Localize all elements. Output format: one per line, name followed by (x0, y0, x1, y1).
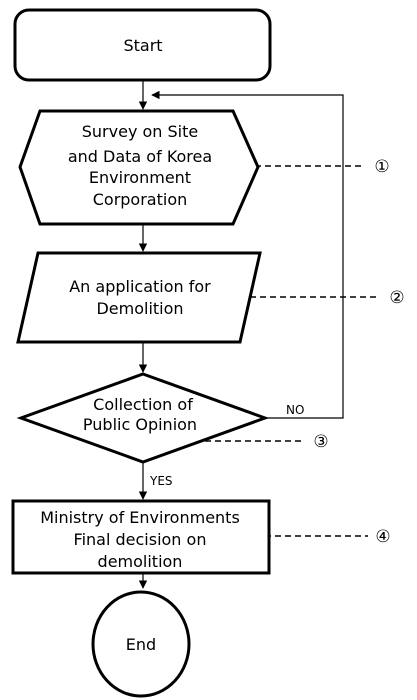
collection-line-1: Collection of (93, 395, 193, 414)
ministry-line-1: Ministry of Environments (40, 508, 240, 527)
yes-label: YES (149, 474, 173, 488)
marker-1: ① (374, 157, 389, 177)
marker-4: ④ (375, 527, 390, 547)
survey-line-3: Environment (89, 168, 191, 187)
ministry-line-2: Final decision on (74, 530, 207, 549)
start-label: Start (123, 36, 162, 55)
no-label: NO (286, 403, 304, 417)
end-label: End (126, 635, 156, 654)
ministry-line-3: demolition (98, 552, 183, 571)
application-line-2: Demolition (96, 299, 183, 318)
application-line-1: An application for (69, 277, 211, 296)
end-node (91, 590, 191, 698)
marker-2: ② (389, 288, 404, 308)
survey-line-4: Corporation (93, 190, 188, 209)
survey-node (18, 109, 260, 226)
survey-line-1: Survey on Site (82, 122, 198, 141)
collection-node (16, 372, 270, 464)
start-node (13, 8, 272, 82)
collection-line-2: Public Opinion (83, 415, 197, 434)
survey-line-2: and Data of Korea (68, 147, 212, 166)
ministry-node (11, 499, 271, 575)
marker-3: ③ (313, 432, 328, 452)
application-node (16, 251, 262, 344)
arrow-no-loopback (151, 90, 344, 419)
